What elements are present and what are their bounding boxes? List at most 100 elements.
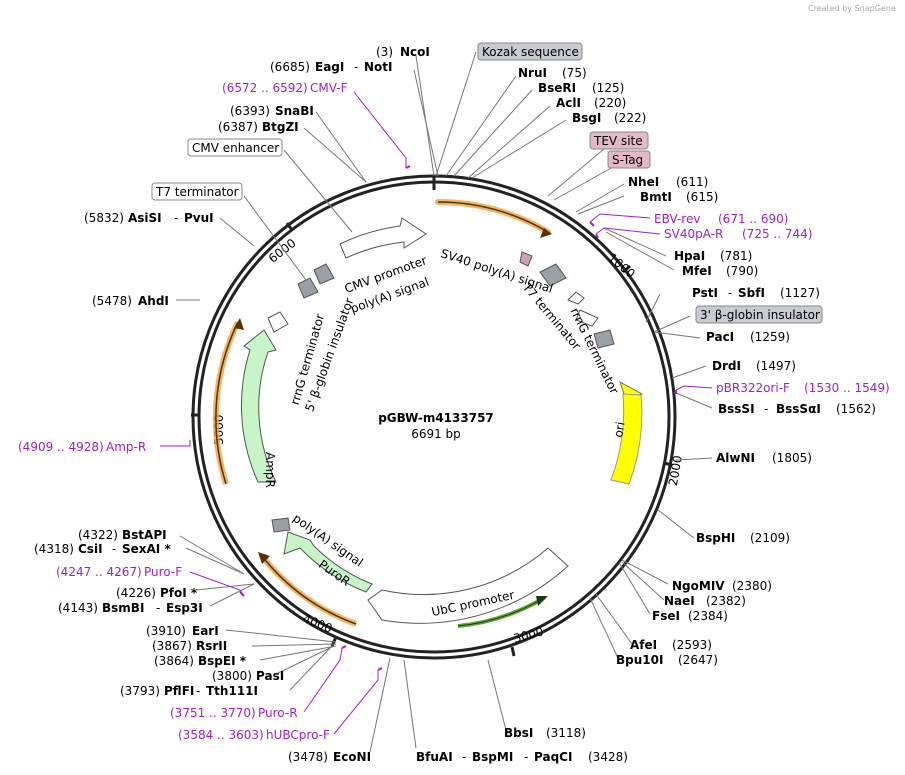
site-mfei[interactable]: MfeI: [682, 264, 712, 278]
site-pos: (2109): [750, 531, 790, 545]
rrng-terminator-arrow[interactable]: [575, 309, 599, 327]
primer-puro-f[interactable]: Puro-F: [144, 565, 182, 579]
site-rsrii[interactable]: RsrII: [196, 639, 227, 653]
t7-terminator-box-label[interactable]: T7 terminator: [155, 185, 239, 199]
site-ahdi[interactable]: AhdI: [138, 294, 169, 308]
site-pos: (222): [614, 111, 646, 125]
site-nhei[interactable]: NheI: [628, 175, 659, 189]
primer-hubcpro-f[interactable]: hUBCpro-F: [266, 728, 330, 742]
kozak-label[interactable]: Kozak sequence: [482, 45, 579, 59]
primer-range: (3751 .. 3770): [170, 706, 256, 720]
primer-marks: [239, 165, 677, 671]
site-pos: (1259): [750, 330, 790, 344]
site-bsphi[interactable]: BspHI: [696, 531, 735, 545]
site-bsmbi[interactable]: BsmBI: [102, 601, 144, 615]
puror-feature[interactable]: [283, 531, 373, 593]
site-drdi[interactable]: DrdI: [712, 359, 741, 373]
primer-range: (4909 .. 4928): [18, 440, 104, 454]
site-sbfi[interactable]: SbfI: [738, 286, 765, 300]
site-esp3i[interactable]: Esp3I: [166, 601, 203, 615]
tick-mark: [622, 264, 631, 274]
ori-label: ori: [611, 421, 627, 439]
site-tth111i[interactable]: Tth111I: [206, 684, 258, 698]
site-pos: (6685): [270, 60, 310, 74]
t7-terminator-left-feature[interactable]: [297, 277, 319, 299]
site-eari[interactable]: EarI: [192, 624, 219, 638]
site-bspei[interactable]: BspEI *: [198, 654, 247, 668]
site-pos: (4143): [58, 601, 98, 615]
site-acli[interactable]: AclI: [556, 96, 581, 110]
site-sexai[interactable]: SexAI *: [122, 542, 171, 556]
site-csii[interactable]: CsiI: [78, 542, 103, 556]
tev-site-label[interactable]: TEV site: [593, 134, 643, 148]
s-tag-label[interactable]: S-Tag: [612, 153, 643, 167]
t7-terminator-feature[interactable]: [539, 263, 567, 287]
site-naei[interactable]: NaeI: [664, 594, 695, 608]
polya-box-top-feature[interactable]: [313, 263, 335, 285]
site-bsssi[interactable]: BssSI: [718, 402, 755, 416]
site-nrui[interactable]: NruI: [518, 66, 547, 80]
rrng-terminator-feature[interactable]: [567, 291, 585, 305]
primer-puro-r[interactable]: Puro-R: [258, 706, 298, 720]
site-psti[interactable]: PstI: [692, 286, 718, 300]
site-pos: (4322): [78, 528, 118, 542]
beta-globin-insulator-box: [695, 305, 823, 324]
site-btgzi[interactable]: BtgZI: [262, 120, 299, 134]
orf-arrowhead: [540, 228, 552, 238]
site-snabi[interactable]: SnaBI: [275, 104, 314, 118]
site-pos: (125): [592, 81, 624, 95]
t7-terminator-box: [151, 182, 243, 201]
site-econi[interactable]: EcoNI: [333, 750, 371, 764]
site-hpai[interactable]: HpaI: [674, 249, 705, 263]
cmv-promoter-feature[interactable]: [339, 217, 427, 259]
site-bspmi[interactable]: BspMI: [472, 750, 513, 764]
site-bseri[interactable]: BseRI: [538, 81, 576, 95]
site-ngomiv[interactable]: NgoMIV: [672, 579, 725, 593]
site-bsgi[interactable]: BsgI: [572, 111, 601, 125]
primer-pbr322ori-f[interactable]: pBR322ori-F: [716, 381, 790, 395]
primer-range: (725 .. 744): [742, 227, 812, 241]
ampr-feature[interactable]: [240, 329, 277, 483]
site-pos: (615): [686, 190, 718, 204]
ubc-promoter-feature[interactable]: [367, 547, 569, 624]
primer-ebv-rev[interactable]: EBV-rev: [654, 212, 700, 226]
site-bpu10i[interactable]: Bpu10I: [616, 653, 663, 667]
site-pvui[interactable]: PvuI: [184, 211, 214, 225]
site-pflfi[interactable]: PflFI: [164, 684, 194, 698]
site-afei[interactable]: AfeI: [630, 638, 657, 652]
site-bbsi[interactable]: BbsI: [504, 726, 533, 740]
site-bfuai[interactable]: BfuAI: [416, 750, 453, 764]
site-asisi[interactable]: AsiSI: [128, 211, 162, 225]
site-noti[interactable]: NotI: [364, 60, 393, 74]
site-eagi[interactable]: EagI: [315, 60, 344, 74]
dash: -: [196, 684, 200, 698]
primer-amp-r[interactable]: Amp-R: [106, 440, 146, 454]
site-ncoi[interactable]: NcoI: [400, 45, 430, 59]
cmv-enhancer-label[interactable]: CMV enhancer: [192, 141, 279, 155]
site-pasi[interactable]: PasI: [256, 669, 284, 683]
site-alwni[interactable]: AlwNI: [716, 451, 755, 465]
beta-globin-insulator-feature[interactable]: [593, 329, 615, 349]
beta-globin-insulator-label[interactable]: 3' β-globin insulator: [700, 308, 820, 322]
site-pos: (3800): [212, 669, 252, 683]
site-bmti[interactable]: BmtI: [640, 190, 672, 204]
site-paci[interactable]: PacI: [706, 330, 734, 344]
site-pos: (781): [720, 249, 752, 263]
site-pos: (3478): [288, 750, 328, 764]
site-pfoi[interactable]: PfoI *: [160, 586, 198, 600]
leader-lines: [176, 51, 713, 753]
site-bsssai[interactable]: BssSαI: [776, 402, 821, 416]
site-bstapi[interactable]: BstAPI: [122, 528, 167, 542]
site-paqci[interactable]: PaqCI: [534, 750, 572, 764]
rrng-left-feature[interactable]: [267, 311, 289, 333]
site-fsei[interactable]: FseI: [652, 609, 680, 623]
tev-site-feature[interactable]: [519, 251, 533, 267]
primer-sv40pa-r[interactable]: SV40pA-R: [664, 227, 723, 241]
polya-box-feature[interactable]: [271, 517, 291, 533]
s-tag-box: [607, 150, 651, 169]
site-pos: (3): [376, 45, 393, 59]
primer-cmv-f[interactable]: CMV-F: [310, 81, 348, 95]
orf-arc-top[interactable]: [435, 198, 551, 235]
snapgene-watermark: Created by SnapGene: [808, 4, 896, 13]
orf-bottom-arrowhead: [536, 596, 548, 606]
